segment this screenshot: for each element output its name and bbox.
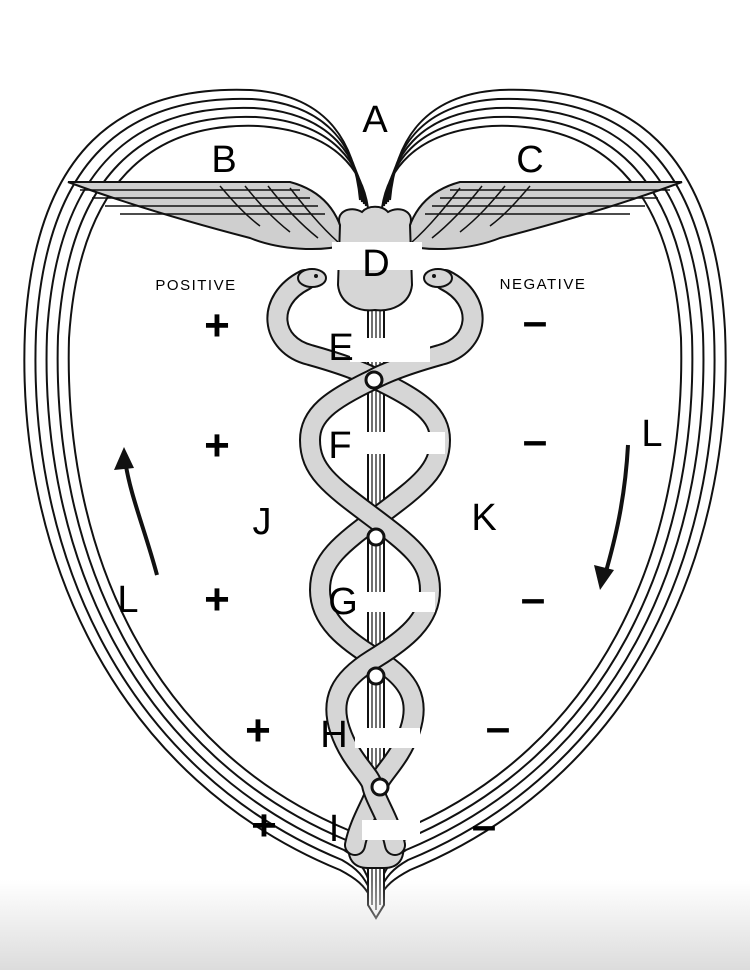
minus-sign: – bbox=[523, 416, 547, 465]
label-negative: NEGATIVE bbox=[500, 276, 587, 293]
knot-4 bbox=[370, 777, 390, 797]
label-patches bbox=[332, 242, 445, 840]
minus-sign: – bbox=[486, 703, 510, 752]
label-e: E bbox=[328, 327, 353, 369]
label-a: A bbox=[362, 99, 388, 141]
bottom-fade bbox=[0, 880, 750, 970]
serpent-head-right bbox=[423, 268, 453, 288]
negative-signs: – – – – – bbox=[472, 297, 547, 850]
label-k: K bbox=[471, 497, 496, 539]
label-l-left: L bbox=[117, 579, 138, 621]
label-b: B bbox=[211, 139, 236, 181]
plus-sign: + bbox=[251, 801, 277, 850]
label-h: H bbox=[320, 714, 347, 756]
arrow-right bbox=[594, 444, 630, 590]
label-d: D bbox=[362, 243, 389, 285]
label-c: C bbox=[516, 139, 543, 181]
knot-2 bbox=[366, 527, 386, 547]
positive-signs: + + + + + bbox=[204, 301, 277, 850]
label-j: J bbox=[253, 501, 272, 543]
serpent-right bbox=[298, 269, 484, 856]
knot-1 bbox=[364, 370, 384, 390]
minus-sign: – bbox=[523, 297, 547, 346]
field-lines-right bbox=[377, 88, 727, 901]
label-positive: POSITIVE bbox=[155, 277, 236, 294]
serpent-left bbox=[266, 269, 452, 856]
arrow-left bbox=[114, 447, 159, 576]
wing-right bbox=[403, 181, 683, 251]
plus-sign: + bbox=[204, 301, 230, 350]
serpent-head-left bbox=[297, 268, 327, 288]
label-i: I bbox=[329, 808, 340, 850]
plus-sign: + bbox=[245, 706, 271, 755]
serpent-eye-left bbox=[314, 274, 318, 278]
knot-3 bbox=[366, 666, 386, 686]
label-l-right: L bbox=[641, 413, 662, 455]
wing-left bbox=[67, 181, 347, 251]
crossing-knots bbox=[364, 370, 390, 797]
plus-sign: + bbox=[204, 575, 230, 624]
serpent-eye-right bbox=[432, 274, 436, 278]
field-lines-left bbox=[23, 88, 373, 901]
minus-sign: – bbox=[472, 801, 496, 850]
minus-sign: – bbox=[521, 574, 545, 623]
field-lines bbox=[23, 88, 727, 901]
label-g: G bbox=[328, 581, 358, 623]
plus-sign: + bbox=[204, 421, 230, 470]
label-f: F bbox=[328, 425, 351, 467]
